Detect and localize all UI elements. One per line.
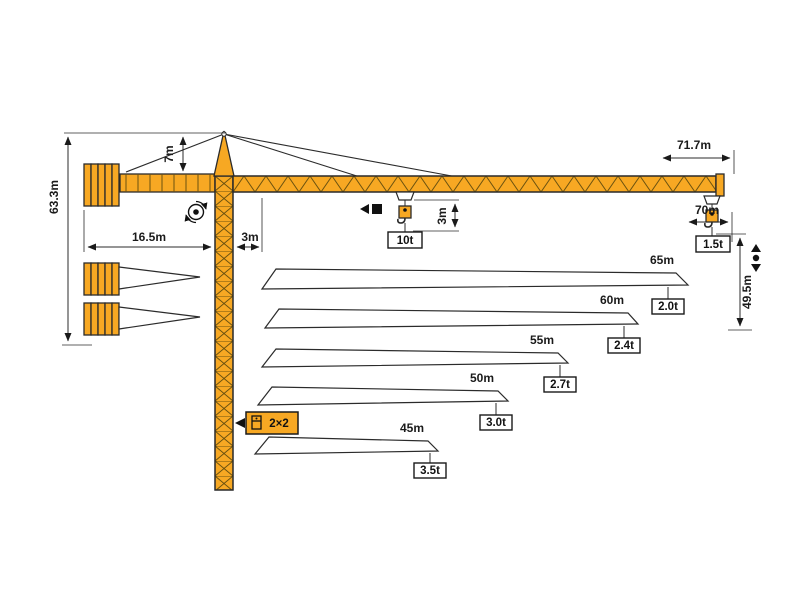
jib-variant-60m: 60m 2.4t: [263, 293, 641, 354]
svg-text:60m: 60m: [600, 293, 624, 307]
dim-underhook-height: 49.5m: [740, 275, 754, 309]
svg-text:1.5t: 1.5t: [703, 239, 723, 251]
slewing-icon: [184, 200, 208, 224]
hoist-icon: [751, 244, 761, 272]
left-arrow-icon: [235, 418, 245, 428]
counterweight-option-2: [83, 302, 201, 336]
jib-variant-45m: 45m 3.5t: [253, 421, 447, 479]
trolley-mid: [395, 191, 415, 206]
svg-text:3.5t: 3.5t: [420, 465, 440, 477]
jib-variant-50m: 50m 3.0t: [256, 371, 513, 431]
load-box-max: 10t: [387, 231, 423, 249]
svg-text:2.4t: 2.4t: [614, 340, 634, 352]
dim-jib-reach: 71.7m: [677, 138, 711, 152]
counterweight-option-1: [83, 262, 201, 296]
jib-variants: 65m 2.0t 60m 2.4t 55m 2.7t 50m 3.0t: [253, 253, 690, 479]
crane-structure: [83, 130, 725, 491]
jib-variant-55m: 55m 2.7t: [260, 333, 577, 393]
counter-jib: [119, 173, 216, 193]
trolley-tip: [703, 195, 721, 210]
svg-text:3.0t: 3.0t: [486, 417, 506, 429]
reeving-label: 2×2: [269, 418, 289, 430]
dim-head-height: 7m: [162, 145, 176, 162]
trolley-travel-icon: [360, 204, 382, 214]
dim-overall-height: 63.3m: [47, 180, 61, 214]
svg-text:65m: 65m: [650, 253, 674, 267]
dim-counter-radius: 16.5m: [132, 230, 166, 244]
jib-tip-cap: [715, 173, 725, 197]
main-jib: [232, 173, 725, 197]
svg-text:45m: 45m: [400, 421, 424, 435]
dim-tip-radius: 70m: [695, 203, 719, 217]
load-labels: 10t 1.5t: [387, 231, 731, 253]
pendant-rods: [125, 133, 469, 180]
hook-mid: [397, 205, 412, 232]
tower-mast: [214, 175, 234, 491]
symbols: 2×2: [184, 200, 761, 435]
svg-text:2.7t: 2.7t: [550, 379, 570, 391]
dim-hook-drop: 3m: [435, 207, 449, 224]
reeving-box: 2×2: [235, 411, 299, 435]
jib-variant-65m: 65m 2.0t: [260, 253, 690, 315]
counterweight-block: [83, 163, 120, 207]
dim-min-radius: 3m: [241, 230, 258, 244]
svg-text:55m: 55m: [530, 333, 554, 347]
dimensions: 63.3m 7m 16.5m 3m 71.7m 70m 3m 49.5m: [47, 132, 754, 346]
load-box-tip: 1.5t: [695, 235, 731, 253]
tower-head: [213, 130, 235, 177]
svg-text:10t: 10t: [397, 235, 414, 247]
svg-text:2.0t: 2.0t: [658, 301, 678, 313]
svg-text:50m: 50m: [470, 371, 494, 385]
reeving-icon: [251, 415, 262, 430]
